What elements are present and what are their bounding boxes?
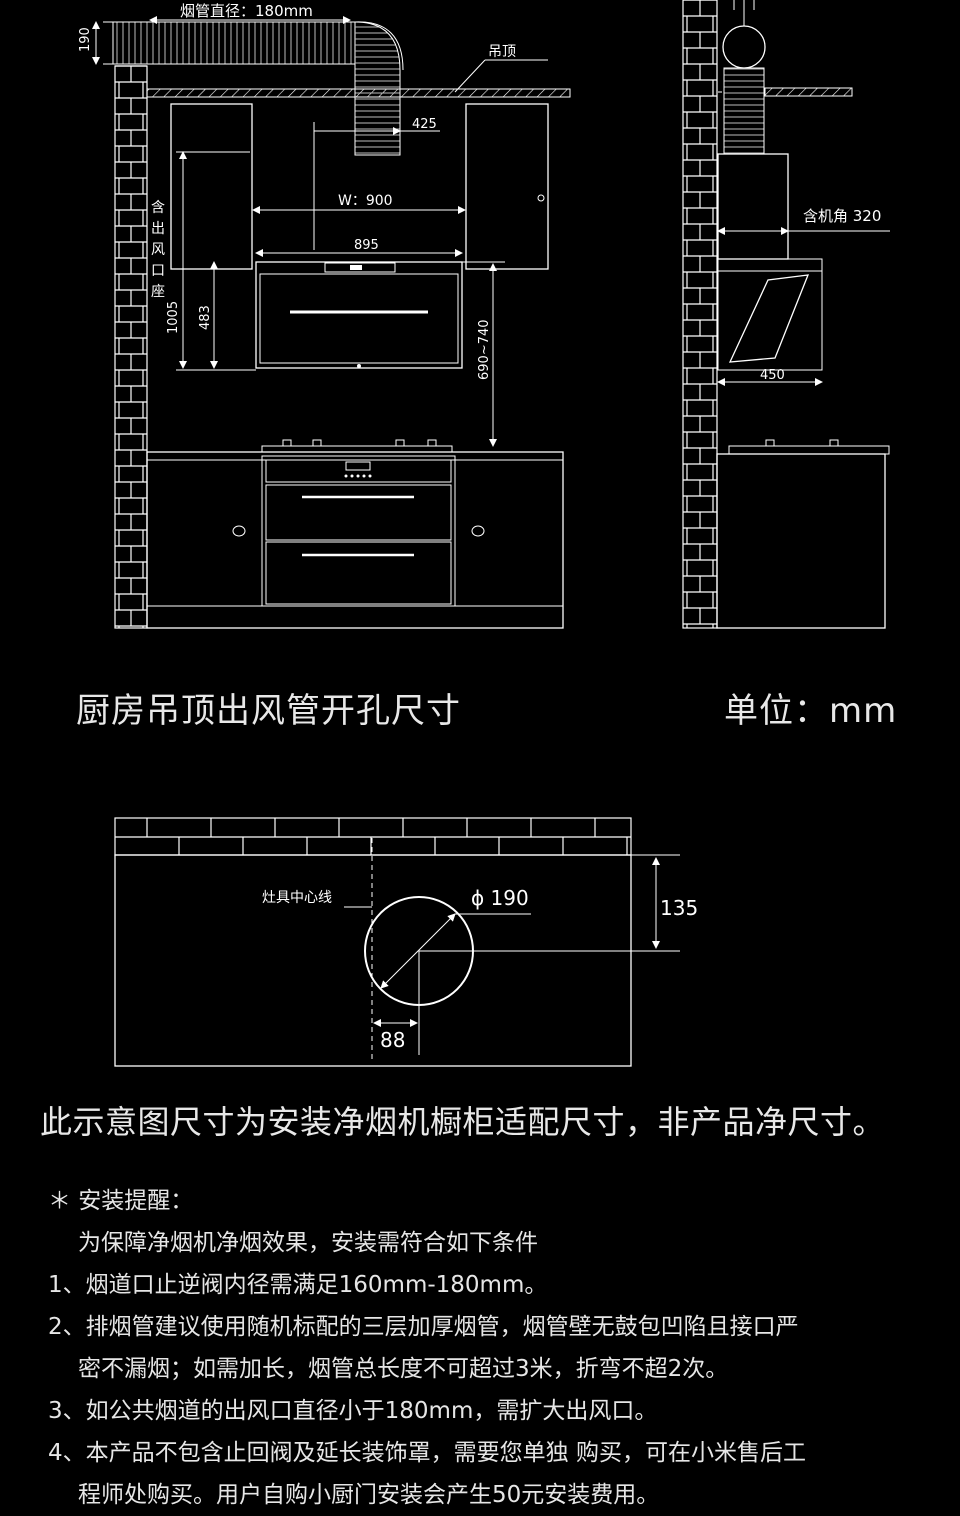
dim-1005: 1005 — [166, 301, 181, 334]
dim-690-740: 690~740 — [477, 319, 492, 380]
duct-label: 烟管直径：180mm — [180, 2, 313, 20]
duct-pipe — [103, 21, 404, 156]
wall-panel — [114, 854, 632, 1067]
note-item-1: 1、烟道口止逆阀内径需满足160mm-180mm。 — [48, 1272, 548, 1298]
range-hood-front — [255, 261, 463, 369]
dim-483: 483 — [198, 305, 213, 330]
base-cabinet-front — [146, 439, 564, 629]
ceiling-label: 吊顶 — [488, 44, 516, 60]
duct-side — [718, 0, 766, 155]
note-item-2: 2、排烟管建议使用随机标配的三层加厚烟管，烟管壁无鼓包凹陷且接口严 — [48, 1314, 799, 1340]
dim-895: 895 — [354, 238, 379, 253]
ceiling-side — [764, 87, 853, 97]
note-item-2-cont: 密不漏烟；如需加长，烟管总长度不可超过3米，折弯不超2次。 — [78, 1356, 729, 1382]
vertical-label: 含出风口座 — [151, 200, 165, 300]
dim-450: 450 — [760, 368, 785, 383]
note-item-3: 3、如公共烟道的出风口直径小于180mm，需扩大出风口。 — [48, 1398, 658, 1424]
disclaimer: 此示意图尺寸为安装净烟机橱柜适配尺寸，非产品净尺寸。 — [40, 1103, 886, 1141]
note-item-4-cont: 程师处购买。用户自购小厨门安装会产生50元安装费用。 — [78, 1482, 660, 1508]
brick-wall-right — [682, 0, 718, 629]
caption-left: 厨房吊顶出风管开孔尺寸 — [76, 691, 461, 731]
notes-heading: ＊ 安装提醒： — [48, 1188, 194, 1214]
dim-190: 190 — [78, 27, 93, 52]
range-hood-side — [717, 153, 823, 371]
notes-intro: 为保障净烟机净烟效果，安装需符合如下条件 — [78, 1230, 538, 1256]
dim-88: 88 — [380, 1028, 405, 1052]
caption-right: 单位：mm — [724, 691, 898, 731]
side-label: 含机角 320 — [803, 207, 881, 225]
install-notes: ＊ 安装提醒： 为保障净烟机净烟效果，安装需符合如下条件 1、烟道口止逆阀内径需… — [48, 1180, 928, 1516]
note-item-4: 4、本产品不包含止回阀及延长装饰罩，需要您单独 购买，可在小米售后工 — [48, 1440, 806, 1466]
bottom-brick-wall — [114, 817, 632, 856]
base-cabinet-side — [716, 439, 890, 629]
dim-w900: W：900 — [338, 193, 393, 209]
dim-425: 425 — [412, 117, 437, 132]
center-line-label: 灶具中心线 — [262, 890, 332, 906]
diameter-label: ϕ 190 — [471, 886, 529, 910]
upper-cabinet-right — [465, 103, 549, 270]
dim-135: 135 — [660, 896, 698, 920]
brick-wall-left — [114, 65, 148, 629]
